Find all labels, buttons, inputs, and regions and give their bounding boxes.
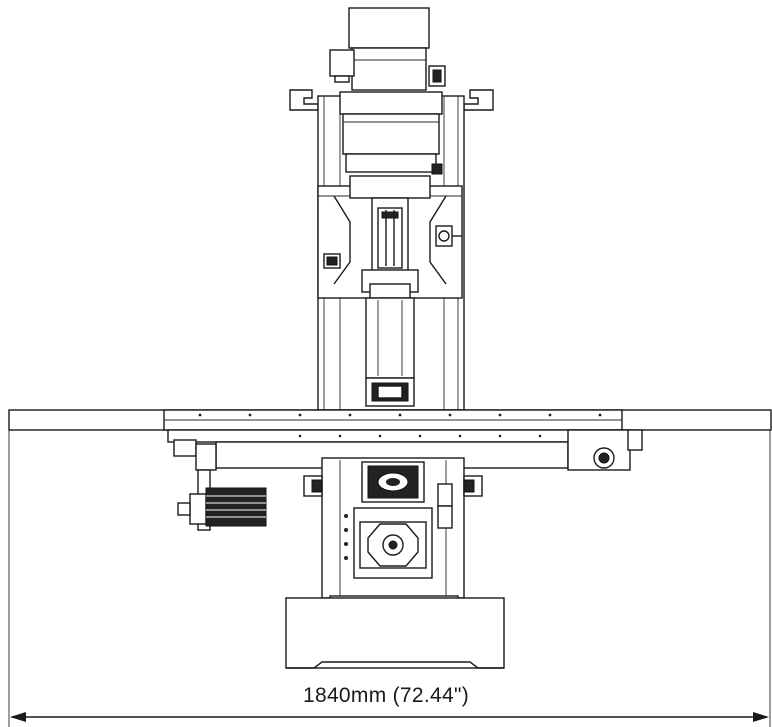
- left-lifting-hook: [289, 89, 319, 111]
- spindle-motor: [348, 7, 430, 91]
- quill-ram: [365, 297, 415, 407]
- overall-width-dimension-label: 1840mm (72.44"): [302, 684, 470, 707]
- right-lifting-hook: [463, 89, 494, 111]
- work-table: [8, 409, 772, 431]
- y-axis-drive: [361, 461, 453, 529]
- headstock: [317, 175, 463, 299]
- base: [285, 595, 505, 669]
- z-axis-drive: [344, 507, 433, 579]
- dimension-arrow-left-icon: [10, 712, 26, 722]
- x-axis-right-handwheel-box: [567, 429, 643, 471]
- x-axis-servo-motor: [177, 487, 267, 527]
- spindle-head-upper: [339, 91, 443, 175]
- dimension-line: [8, 430, 771, 727]
- dimension-arrow-right-icon: [753, 712, 769, 722]
- motor-junction-box: [329, 49, 355, 83]
- motor-side-box: [428, 65, 446, 87]
